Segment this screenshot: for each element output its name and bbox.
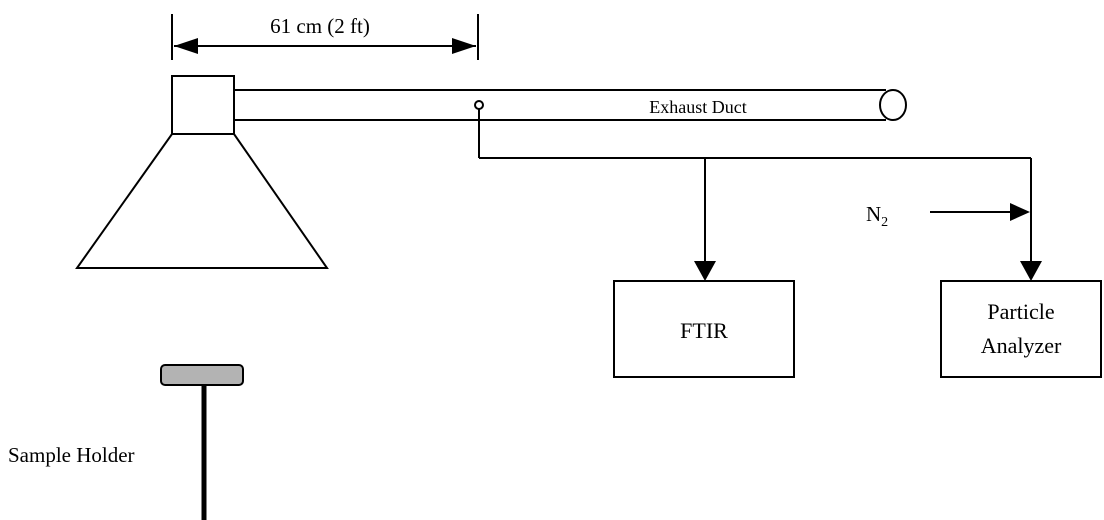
- sampling-port: [474, 100, 484, 110]
- exhaust-hood: [75, 75, 329, 269]
- n2-label-main: N: [866, 202, 881, 226]
- sampling-line: [474, 100, 1042, 281]
- hood-cone: [75, 133, 329, 269]
- hood-collar: [171, 75, 235, 135]
- duct-label: Exhaust Duct: [649, 97, 746, 117]
- ftir-label: FTIR: [680, 318, 728, 343]
- n2-arrow: [1010, 203, 1030, 221]
- analyzer-arrow: [1020, 261, 1042, 281]
- sample-holder-label: Sample Holder: [8, 443, 135, 467]
- dimension-label: 61 cm (2 ft): [270, 14, 370, 38]
- sample-holder-plate: [160, 364, 244, 386]
- particle-analyzer-box: Particle Analyzer: [940, 280, 1102, 378]
- sample-holder: Sample Holder: [8, 364, 244, 520]
- n2-label-subscript: 2: [881, 215, 888, 230]
- n2-input: N2: [866, 202, 1030, 230]
- n2-label: N2: [866, 202, 888, 230]
- ftir-arrow: [694, 261, 716, 281]
- ftir-rect: [613, 280, 795, 378]
- duct-outlet: [879, 89, 907, 121]
- dimension-arrow-left: [174, 38, 198, 54]
- particle-analyzer-label-line1: Particle: [987, 299, 1054, 324]
- particle-analyzer-label-line2: Analyzer: [981, 333, 1062, 358]
- dimension-arrow-right: [452, 38, 476, 54]
- dimension-annotation: 61 cm (2 ft): [171, 14, 479, 60]
- exhaust-duct: Exhaust Duct: [234, 89, 907, 121]
- ftir-box: FTIR: [613, 280, 795, 378]
- particle-analyzer-rect: [940, 280, 1102, 378]
